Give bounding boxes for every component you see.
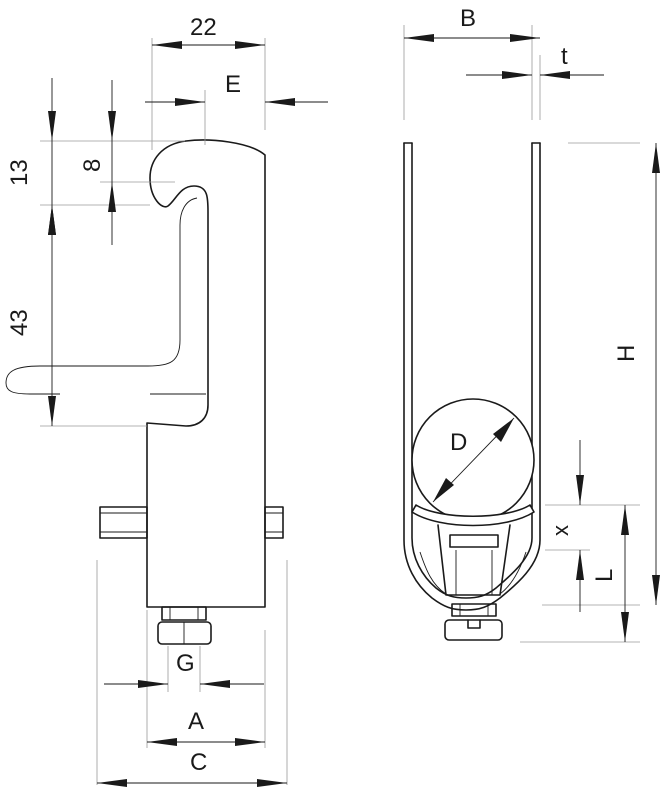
saddle bbox=[411, 504, 535, 527]
dim-label-G: G bbox=[176, 650, 195, 677]
screw-nut bbox=[161, 606, 207, 621]
dim-label-L: L bbox=[591, 569, 618, 582]
u-strap-outer bbox=[403, 142, 541, 611]
dim-label-43: 43 bbox=[6, 309, 33, 336]
dim-label-x: x bbox=[548, 525, 573, 536]
dim-label-8: 8 bbox=[79, 159, 106, 172]
side-view: 22 E 13 8 43 G A C bbox=[5, 14, 328, 787]
right-pin bbox=[264, 506, 284, 539]
front-view: B t H D x L bbox=[403, 5, 660, 643]
front-screw-head bbox=[444, 619, 503, 641]
clamp-body-outline bbox=[146, 139, 266, 608]
dim-label-E: E bbox=[225, 71, 241, 98]
u-strap-inner bbox=[411, 142, 533, 599]
dim-label-H: H bbox=[613, 345, 640, 362]
clamp-nut-slot bbox=[449, 534, 499, 548]
front-screw-nut bbox=[451, 603, 497, 617]
clamp-block bbox=[437, 524, 511, 596]
dim-label-D: D bbox=[450, 429, 467, 456]
beam-flange-outline bbox=[5, 197, 198, 395]
dim-label-B: B bbox=[460, 5, 476, 32]
strap-left-shoulder bbox=[419, 551, 447, 595]
dim-label-22: 22 bbox=[190, 14, 217, 41]
screw-head bbox=[157, 621, 212, 645]
dim-label-C: C bbox=[190, 749, 207, 776]
dim-label-13: 13 bbox=[6, 159, 33, 186]
dim-label-A: A bbox=[188, 708, 204, 735]
left-pin bbox=[99, 506, 148, 539]
dim-label-t: t bbox=[561, 43, 568, 70]
strap-right-shoulder bbox=[499, 551, 527, 595]
